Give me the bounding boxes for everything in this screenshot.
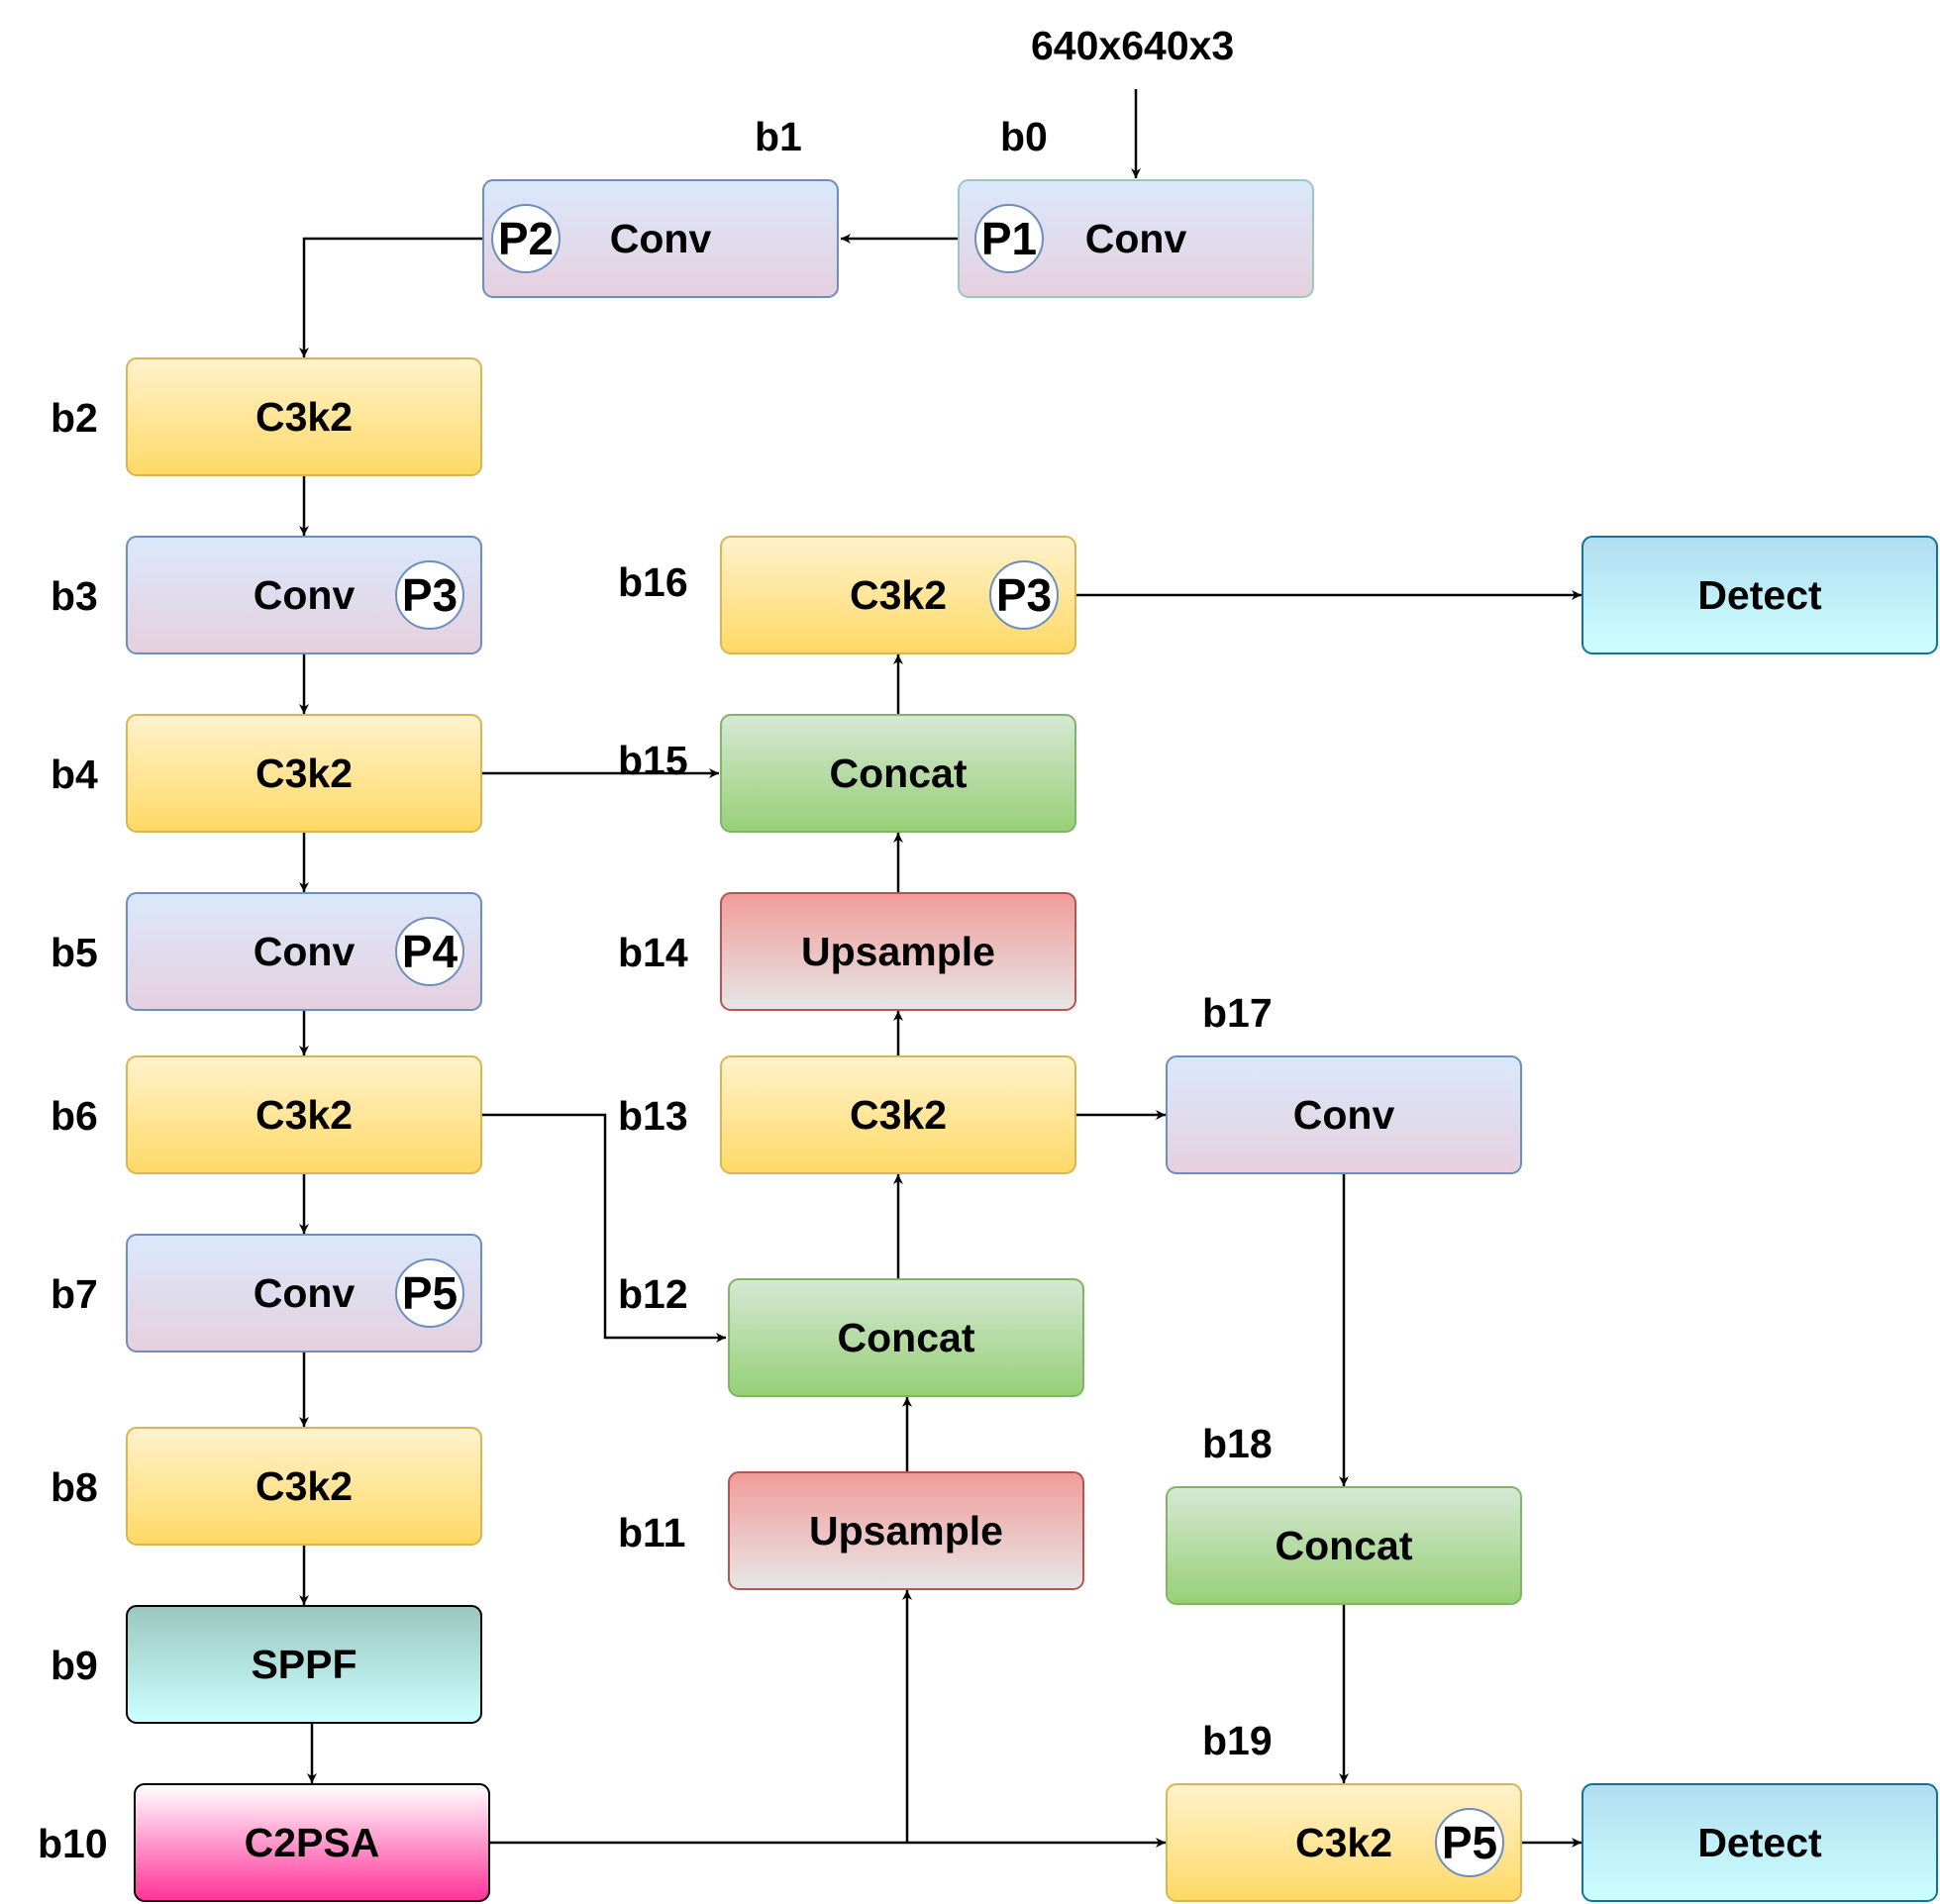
block-id-b14: b14 — [618, 930, 688, 975]
detect-head-p3: Detect — [1582, 536, 1938, 654]
block-id-b5: b5 — [51, 930, 98, 975]
block-id-b8: b8 — [51, 1464, 98, 1510]
block-id-b18: b18 — [1202, 1421, 1273, 1466]
block-b8-c3k2: C3k2 — [126, 1427, 482, 1546]
block-b5-conv: Conv P4 — [126, 892, 482, 1011]
block-b1-label: Conv — [609, 215, 712, 261]
scale-badge-p3-head: P3 — [989, 560, 1059, 630]
scale-badge-p5: P5 — [395, 1258, 464, 1328]
detect-head-p3-label: Detect — [1697, 571, 1822, 618]
block-b13-c3k2: C3k2 — [720, 1055, 1076, 1174]
block-id-b6: b6 — [51, 1093, 98, 1139]
block-id-b12: b12 — [618, 1271, 688, 1317]
input-size-label: 640x640x3 — [1031, 23, 1235, 68]
block-id-b3: b3 — [51, 573, 98, 619]
block-id-b2: b2 — [51, 395, 98, 441]
block-id-b15: b15 — [618, 738, 688, 783]
block-b4-c3k2: C3k2 — [126, 714, 482, 833]
scale-badge-p5-head: P5 — [1435, 1808, 1504, 1877]
detect-head-p5-label: Detect — [1697, 1819, 1822, 1865]
arrow-b1-b2 — [299, 237, 482, 357]
block-b12-concat: Concat — [728, 1278, 1084, 1397]
block-b5-label: Conv — [253, 928, 356, 974]
block-b11-label: Upsample — [809, 1507, 1003, 1553]
scale-badge-p4: P4 — [395, 917, 464, 986]
block-b2-c3k2: C3k2 — [126, 357, 482, 476]
block-b6-c3k2: C3k2 — [126, 1055, 482, 1174]
block-b3-conv: Conv P3 — [126, 536, 482, 654]
detect-head-p5: Detect — [1582, 1783, 1938, 1902]
block-id-b9: b9 — [51, 1643, 98, 1688]
block-b16-c3k2: C3k2 P3 — [720, 536, 1076, 654]
block-b12-label: Concat — [837, 1314, 975, 1360]
block-b10-label: C2PSA — [244, 1819, 380, 1865]
block-id-b16: b16 — [618, 559, 688, 605]
block-b18-concat: Concat — [1166, 1486, 1522, 1605]
block-id-b11: b11 — [618, 1510, 686, 1555]
block-b1-conv: P2 Conv — [482, 179, 839, 298]
block-b13-label: C3k2 — [849, 1091, 947, 1138]
block-b8-label: C3k2 — [255, 1462, 353, 1509]
block-id-b19: b19 — [1202, 1718, 1273, 1763]
block-b3-label: Conv — [253, 571, 356, 618]
block-b4-label: C3k2 — [255, 750, 353, 796]
scale-badge-p1: P1 — [974, 204, 1044, 273]
block-b7-conv: Conv P5 — [126, 1234, 482, 1353]
block-b14-label: Upsample — [801, 928, 995, 974]
block-b15-label: Concat — [829, 750, 968, 796]
block-b19-c3k2: C3k2 P5 — [1166, 1783, 1522, 1902]
block-b0-label: Conv — [1084, 215, 1187, 261]
block-id-b1: b1 — [755, 114, 802, 159]
block-b14-upsample: Upsample — [720, 892, 1076, 1011]
block-b18-label: Concat — [1275, 1522, 1413, 1568]
block-id-b13: b13 — [618, 1093, 688, 1139]
scale-badge-p3: P3 — [395, 560, 464, 630]
block-b7-label: Conv — [253, 1269, 356, 1316]
arrow-b6-b12 — [482, 1113, 726, 1343]
block-id-b0: b0 — [1000, 114, 1048, 159]
block-b9-sppf: SPPF — [126, 1605, 482, 1724]
block-b2-label: C3k2 — [255, 393, 353, 440]
block-b0-conv: P1 Conv — [958, 179, 1314, 298]
block-id-b4: b4 — [51, 752, 98, 797]
block-b6-label: C3k2 — [255, 1091, 353, 1138]
block-b15-concat: Concat — [720, 714, 1076, 833]
scale-badge-p2: P2 — [491, 204, 561, 273]
block-b11-upsample: Upsample — [728, 1471, 1084, 1590]
block-b17-conv: Conv — [1166, 1055, 1522, 1174]
block-b17-label: Conv — [1292, 1091, 1395, 1138]
block-id-b17: b17 — [1202, 990, 1273, 1036]
block-id-b7: b7 — [51, 1271, 98, 1317]
block-b16-label: C3k2 — [849, 571, 947, 618]
block-b19-label: C3k2 — [1294, 1819, 1392, 1865]
block-b9-label: SPPF — [251, 1641, 357, 1687]
block-id-b10: b10 — [38, 1821, 108, 1866]
block-b10-c2psa: C2PSA — [134, 1783, 490, 1902]
